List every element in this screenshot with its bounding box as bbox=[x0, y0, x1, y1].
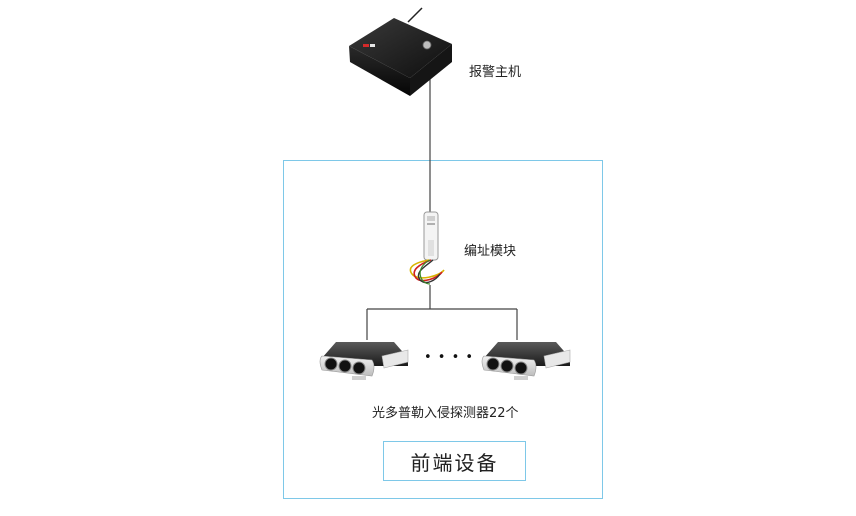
alarm-host-label: 报警主机 bbox=[469, 65, 522, 80]
address-module-device bbox=[409, 211, 445, 285]
detector-right-device bbox=[481, 342, 571, 380]
front-equipment-label-box: 前端设备 bbox=[383, 441, 526, 481]
wiring bbox=[366, 74, 518, 340]
alarm-host-device bbox=[349, 7, 452, 96]
detector-left-device bbox=[319, 342, 409, 380]
detectors-label: 光多普勒入侵探测器22个 bbox=[372, 406, 519, 421]
front-equipment-label: 前端设备 bbox=[410, 450, 499, 475]
address-module-label: 编址模块 bbox=[464, 244, 517, 259]
front-equipment-frame bbox=[283, 160, 603, 499]
detector-ellipsis: • • • • bbox=[424, 350, 475, 365]
